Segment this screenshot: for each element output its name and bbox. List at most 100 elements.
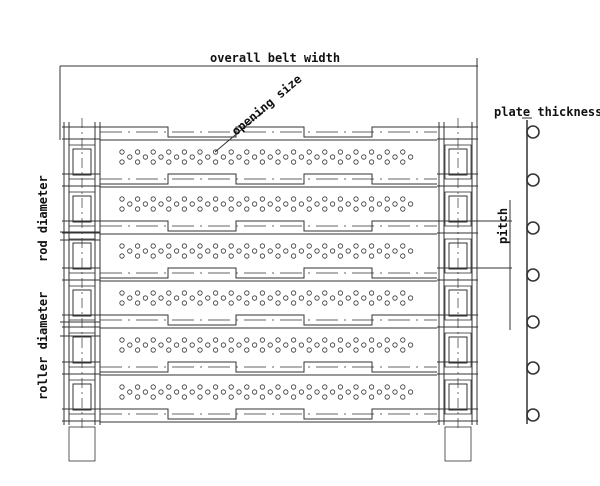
perforation-hole [119, 243, 125, 249]
right-chain-roller [448, 289, 468, 317]
perforation-hole [174, 201, 180, 207]
perforation-hole [119, 347, 125, 353]
left-chain-link [68, 238, 96, 274]
perforation-hole [275, 394, 281, 400]
perforation-hole [400, 347, 406, 353]
perforation-hole [275, 253, 281, 259]
perforation-hole [306, 243, 312, 249]
perforation-hole [337, 394, 343, 400]
perforation-hole [205, 154, 211, 160]
perforation-hole [244, 290, 250, 296]
perforation-hole [361, 342, 367, 348]
perforation-hole [337, 347, 343, 353]
perforation-hole [306, 337, 312, 343]
left-chain-link [68, 426, 96, 462]
perforation-hole [267, 248, 273, 254]
perforation-hole [213, 206, 219, 212]
side-view-rod-circle [526, 268, 540, 282]
perforation-hole [376, 389, 382, 395]
perforation-hole [181, 384, 187, 390]
perforation-hole [228, 337, 234, 343]
perforation-hole [166, 196, 172, 202]
perforation-hole [267, 389, 273, 395]
perforation-hole [174, 154, 180, 160]
right-chain-link [444, 379, 472, 415]
perforation-hole [119, 206, 125, 212]
perforation-hole [189, 248, 195, 254]
perforation-hole [376, 295, 382, 301]
perforation-hole [400, 300, 406, 306]
left-chain-roller [72, 289, 92, 317]
perforation-hole [275, 149, 281, 155]
perforation-hole [275, 206, 281, 212]
perforation-hole [213, 243, 219, 249]
perforation-hole [213, 290, 219, 296]
perforation-hole [283, 295, 289, 301]
right-chain-roller [448, 336, 468, 364]
perforation-hole [337, 149, 343, 155]
perforation-hole [220, 389, 226, 395]
perforation-hole [368, 384, 375, 390]
right-chain-roller [448, 195, 468, 223]
right-chain-link [444, 238, 472, 274]
perforation-hole [252, 154, 258, 160]
perforation-hole [174, 389, 180, 395]
perforation-hole [376, 248, 382, 254]
perforation-hole [228, 149, 234, 155]
left-chain-link [68, 285, 96, 321]
perforation-hole [142, 389, 148, 395]
perforation-hole [275, 300, 281, 306]
perforation-hole [298, 295, 304, 301]
perforation-hole [119, 159, 125, 165]
perforation-hole [290, 300, 297, 306]
perforation-hole [298, 201, 304, 207]
perforation-hole [306, 149, 312, 155]
perforation-hole [275, 196, 281, 202]
perforation-hole [392, 342, 398, 348]
perforation-hole [298, 342, 304, 348]
perforation-hole [259, 206, 265, 212]
perforation-hole [407, 201, 414, 207]
perforation-hole [275, 243, 281, 249]
perforation-hole [353, 290, 359, 296]
perforation-hole [407, 248, 414, 254]
perforation-hole [236, 248, 242, 254]
perforation-hole [236, 201, 242, 207]
right-chain-roller [448, 242, 468, 270]
perforation-hole [384, 384, 390, 390]
perforation-hole [361, 389, 367, 395]
perforation-hole [322, 394, 328, 400]
perforation-hole [290, 243, 297, 249]
opening-size-label: opening size [229, 72, 304, 138]
perforation-hole [166, 159, 172, 165]
perforation-hole [236, 389, 242, 395]
perforation-hole [189, 201, 195, 207]
perforation-hole [392, 201, 398, 207]
plate-edge [99, 267, 437, 279]
side-view-rod-circle [526, 361, 540, 375]
perforation-hole [220, 295, 226, 301]
perforation-hole [252, 201, 258, 207]
perforation-hole [158, 154, 164, 160]
perforation-hole [220, 342, 226, 348]
left-chain-roller [72, 336, 92, 364]
perforation-hole [322, 300, 328, 306]
perforation-hole [166, 149, 172, 155]
perforation-hole [407, 154, 414, 160]
perforation-hole [150, 253, 156, 259]
perforation-hole [166, 394, 172, 400]
perforation-hole [259, 290, 265, 296]
perforation-hole [228, 253, 234, 259]
overall-belt-width-label: overall belt width [210, 51, 340, 65]
perforation-hole [329, 201, 336, 207]
perforation-hole [166, 290, 172, 296]
perforation-hole [244, 149, 250, 155]
perforation-hole [337, 243, 343, 249]
perforation-hole [259, 149, 265, 155]
left-chain-roller [72, 242, 92, 270]
perforation-hole [345, 342, 351, 348]
plate-edge [99, 173, 437, 185]
perforation-hole [213, 337, 219, 343]
perforation-hole [267, 201, 273, 207]
perforation-hole [275, 290, 281, 296]
